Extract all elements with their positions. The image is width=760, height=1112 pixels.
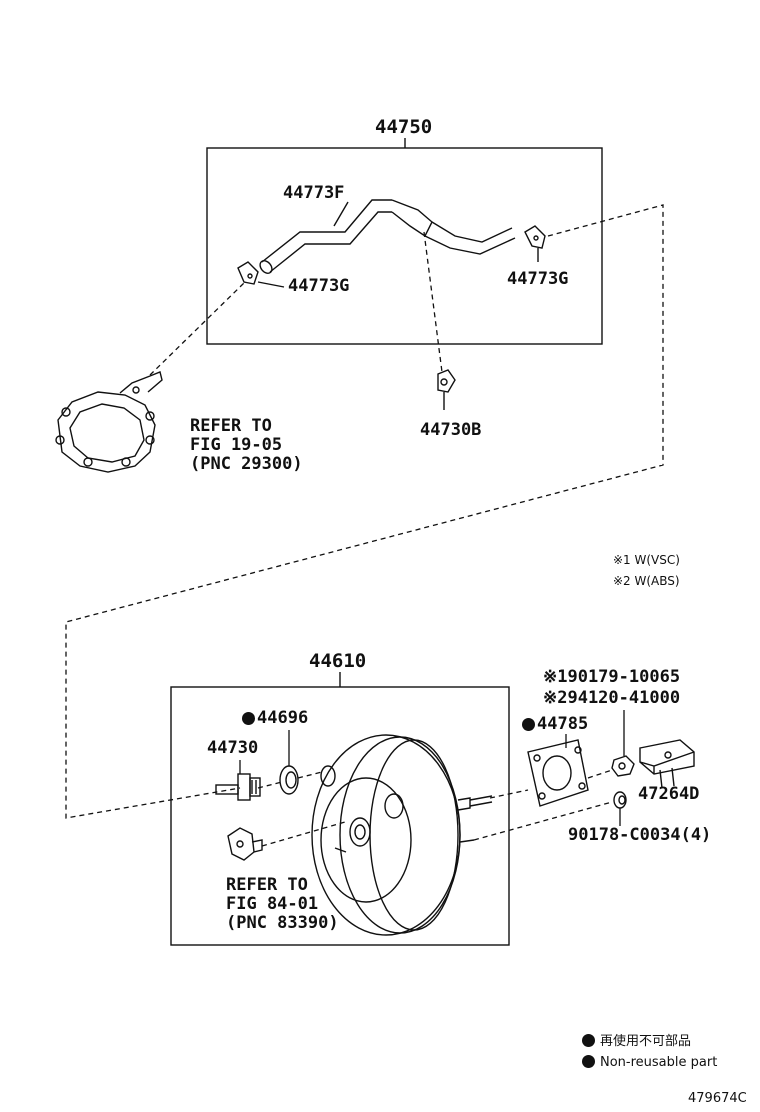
pump-ref-line1: REFER TO (190, 416, 272, 436)
hose-clip-left (237, 261, 259, 285)
sensor-ref-line1: REFER TO (226, 875, 308, 895)
note-vsc: ※1 W(VSC) (613, 553, 680, 567)
label-44773G-left: 44773G (288, 276, 350, 296)
note-abs: ※2 W(ABS) (613, 574, 680, 588)
non-reusable-mark-44696 (242, 712, 255, 725)
label-190179-10065: ※190179-10065 (543, 667, 681, 687)
label-44785: 44785 (537, 714, 589, 734)
hose-clip-right (524, 225, 546, 249)
legend-dot-en (582, 1055, 595, 1068)
clevis-47264D (639, 739, 695, 789)
label-47264D: 47264D (638, 784, 700, 804)
sensor-ref-line2: FIG 84-01 (226, 894, 319, 914)
leader-44773F (333, 201, 349, 227)
gasket-44785 (527, 739, 589, 807)
grommet-44696 (279, 765, 299, 795)
pump-ref-line2: FIG 19-05 (190, 435, 283, 455)
nut-90178 (613, 791, 627, 809)
legend-jp: 再使用不可部品 (600, 1034, 692, 1049)
non-reusable-mark-44785 (522, 718, 535, 731)
label-294120-41000: ※294120-41000 (543, 688, 681, 708)
dashed-hose-to-valve (423, 231, 443, 373)
legend-en: Non-reusable part (600, 1055, 718, 1070)
label-90178-C0034: 90178-C0034(4) (568, 825, 712, 845)
vacuum-sensor (227, 827, 263, 861)
label-44610: 44610 (309, 650, 367, 672)
legend-dot-jp (582, 1034, 595, 1047)
sensor-ref-line3: (PNC 83390) (226, 913, 339, 933)
label-44696: 44696 (257, 708, 309, 728)
pump-ref-line3: (PNC 29300) (190, 454, 303, 474)
dashed-circuit (65, 204, 664, 819)
bolt-44730 (215, 773, 261, 801)
label-44730B: 44730B (420, 420, 482, 440)
label-44730: 44730 (207, 738, 259, 758)
brake-booster (311, 734, 493, 936)
nut-190179 (611, 755, 635, 777)
label-44773F: 44773F (283, 183, 345, 203)
figure-id: 479674C (688, 1091, 747, 1106)
vacuum-pump (55, 371, 163, 473)
label-44773G-right: 44773G (507, 269, 569, 289)
check-valve-44730B (437, 369, 456, 393)
label-44750: 44750 (375, 116, 433, 138)
vacuum-hose (259, 199, 516, 274)
dashed-pump-to-clip (149, 281, 246, 376)
